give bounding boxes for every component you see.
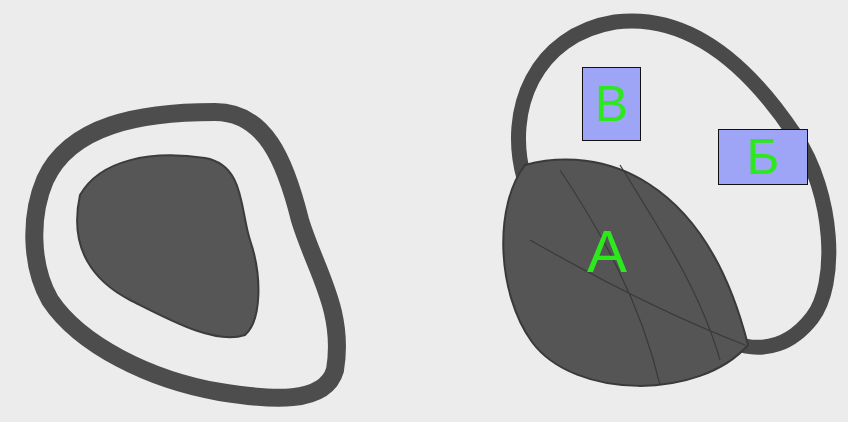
inner-blob — [77, 155, 258, 337]
leaf-body — [503, 160, 748, 386]
part-letter: В — [595, 79, 628, 129]
label-box: В — [582, 67, 641, 141]
part-letter: А — [587, 222, 627, 282]
outer-ring — [34, 112, 337, 398]
leaf-veins — [530, 165, 745, 385]
label-box: Б — [718, 129, 808, 185]
part-letter: Б — [747, 132, 780, 182]
